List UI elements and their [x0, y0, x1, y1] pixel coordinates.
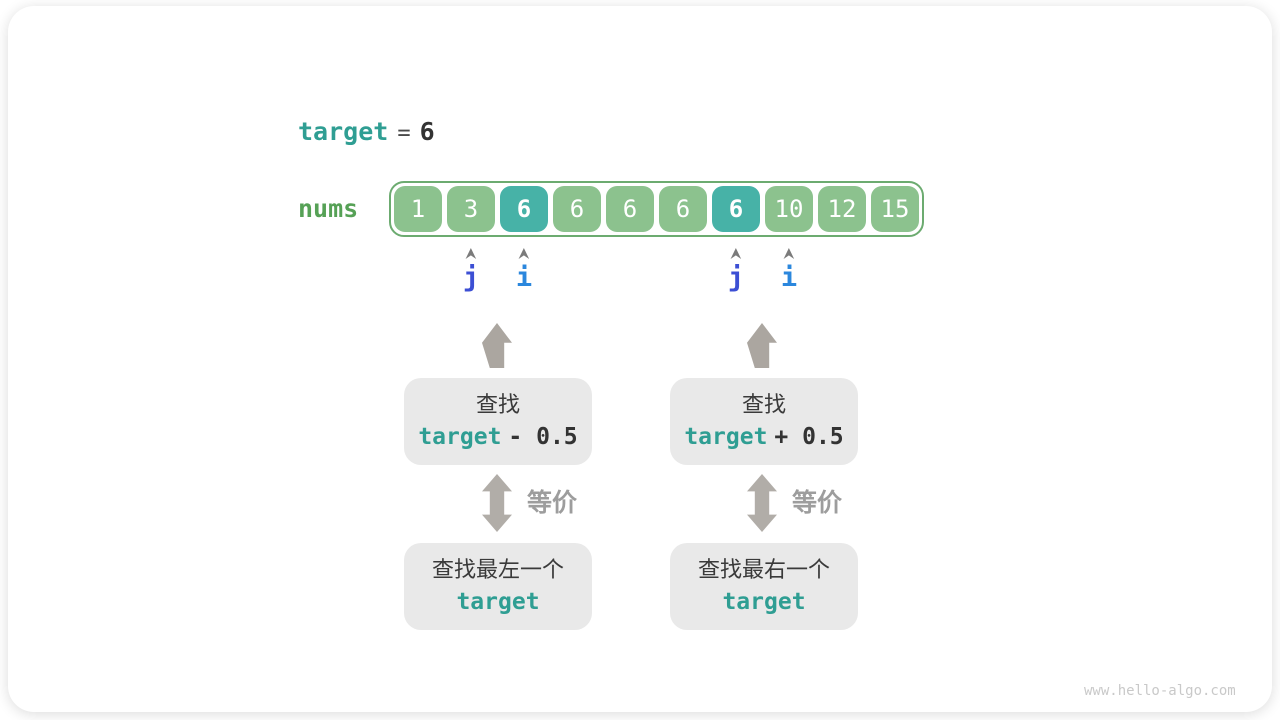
pointer-label: j [462, 262, 480, 293]
array-cell-6-highlighted: 6 [712, 186, 760, 232]
equivalence-double-arrow-icon-right [747, 474, 777, 532]
result-variable: target [722, 589, 806, 615]
pointer-label: i [515, 262, 533, 293]
array-cell-7: 10 [765, 186, 813, 232]
pointer-i-right: i [781, 248, 797, 293]
array-cell-8: 12 [818, 186, 866, 232]
pointer-label: i [780, 262, 798, 293]
caret-up-icon [518, 248, 530, 259]
result-box-left: 查找最左一个 target [404, 543, 592, 630]
expression-variable: target [418, 424, 502, 450]
array-cell-1: 3 [447, 186, 495, 232]
search-expression: target- 0.5 [418, 422, 577, 452]
pointer-i-left: i [516, 248, 532, 293]
nums-array: 1 3 6 6 6 6 6 10 12 15 [389, 181, 924, 237]
result-code: target [456, 587, 539, 617]
result-variable: target [456, 589, 540, 615]
search-prefix-text: 查找 [475, 392, 520, 417]
equivalence-label-left: 等价 [527, 489, 578, 517]
target-value-line: target = 6 [298, 117, 435, 149]
caret-up-icon [465, 248, 477, 259]
diagram-card: target = 6 nums 1 3 6 6 6 6 6 10 12 15 j i… [8, 6, 1272, 712]
up-block-arrow-icon-right [747, 323, 777, 368]
search-expression: target+ 0.5 [684, 422, 843, 452]
target-value: 6 [419, 117, 435, 146]
array-cell-5: 6 [659, 186, 707, 232]
website-watermark: www.hello-algo.com [1084, 683, 1236, 699]
target-variable-name: target [298, 117, 389, 146]
search-box-right: 查找 target+ 0.5 [670, 378, 858, 465]
array-cell-2-highlighted: 6 [500, 186, 548, 232]
array-cell-9: 15 [871, 186, 919, 232]
expression-operator: - 0.5 [508, 424, 578, 450]
caret-up-icon [783, 248, 795, 259]
result-text: 查找最左一个 [431, 557, 564, 582]
equivalence-label-right: 等价 [792, 489, 843, 517]
array-cell-4: 6 [606, 186, 654, 232]
pointer-j-right: j [728, 248, 744, 293]
search-prefix-text: 查找 [741, 392, 786, 417]
nums-array-label: nums [298, 194, 359, 223]
pointer-label: j [727, 262, 745, 293]
equivalence-double-arrow-icon-left [482, 474, 512, 532]
caret-up-icon [730, 248, 742, 259]
equals-sign: = [397, 121, 411, 146]
result-code: target [722, 587, 805, 617]
search-box-left: 查找 target- 0.5 [404, 378, 592, 465]
result-box-right: 查找最右一个 target [670, 543, 858, 630]
up-block-arrow-icon-left [482, 323, 512, 368]
array-cell-3: 6 [553, 186, 601, 232]
array-cell-0: 1 [394, 186, 442, 232]
result-text: 查找最右一个 [697, 557, 830, 582]
pointer-j-left: j [463, 248, 479, 293]
expression-operator: + 0.5 [774, 424, 844, 450]
expression-variable: target [684, 424, 768, 450]
